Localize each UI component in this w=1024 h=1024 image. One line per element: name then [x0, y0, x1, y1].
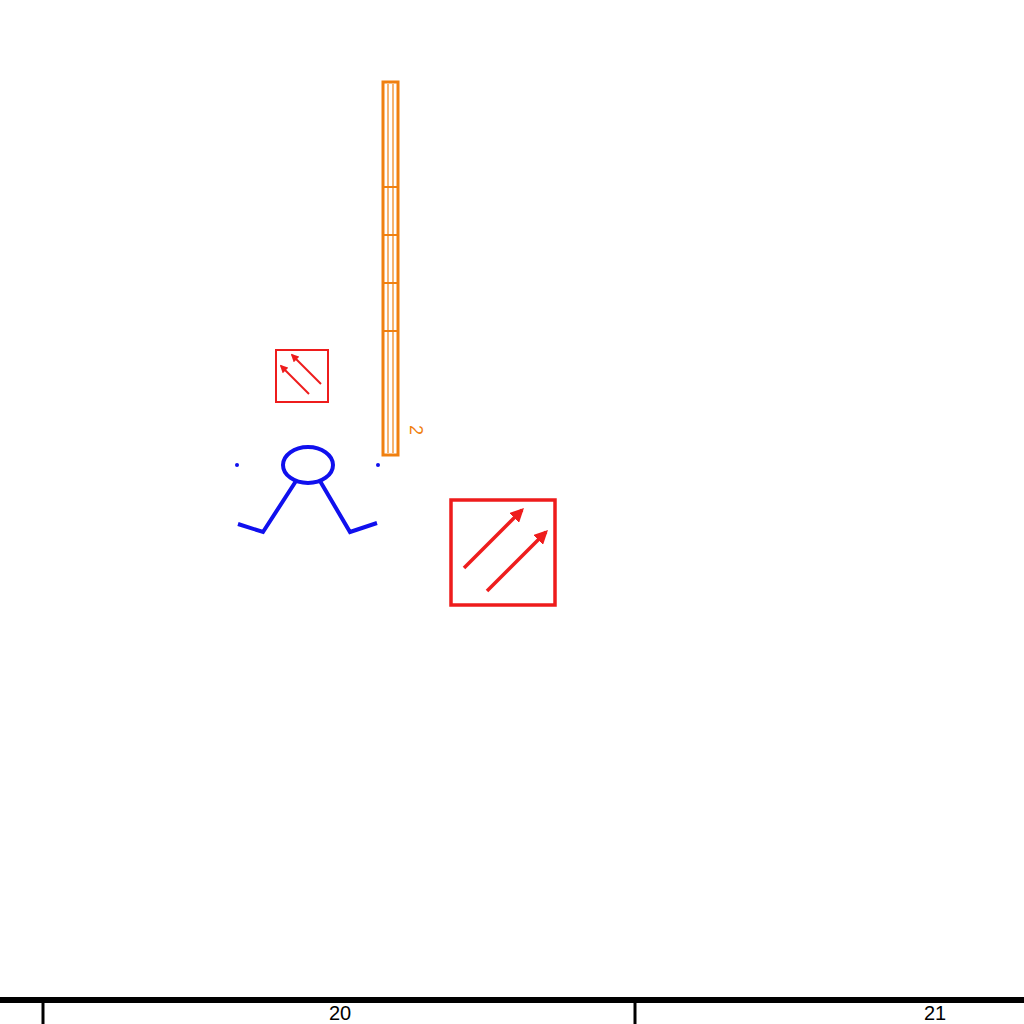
stick-figure — [235, 447, 380, 532]
large-arrow-box — [451, 500, 555, 605]
axis-tick-label: 21 — [924, 1003, 946, 1023]
small-arrow-box — [276, 350, 328, 402]
scale-number: 2 — [407, 425, 425, 435]
number-line — [0, 1000, 1024, 1024]
measuring-bar — [383, 82, 398, 455]
axis-tick-label: 20 — [329, 1003, 351, 1023]
